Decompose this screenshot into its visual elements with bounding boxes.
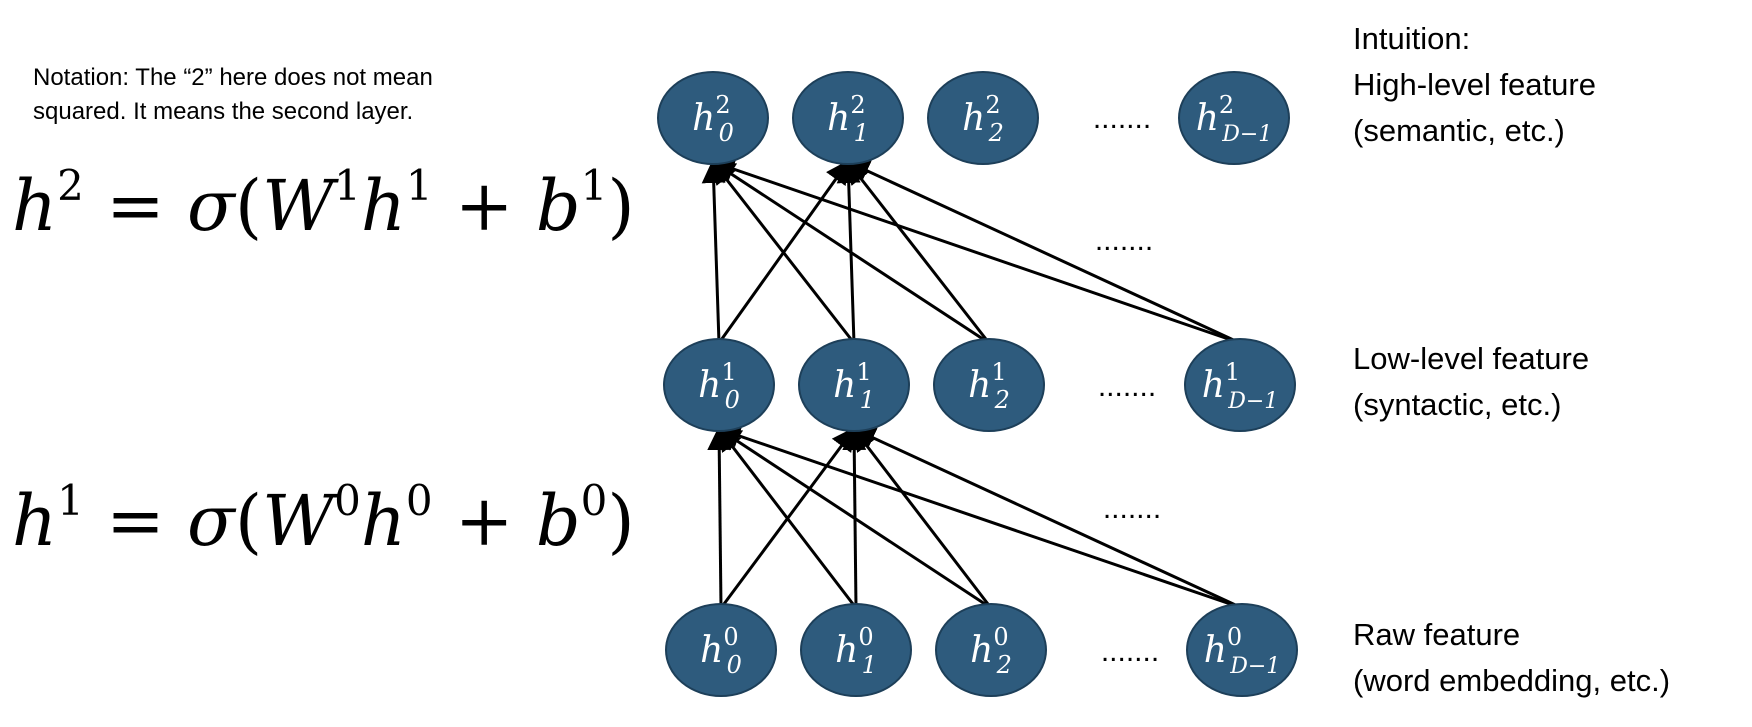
- eq2-sigma: σ: [187, 165, 235, 247]
- eq2-plus: +: [454, 165, 514, 247]
- layer2-node-0: [657, 71, 769, 165]
- eq2-h-sup: 1: [405, 161, 433, 210]
- eq2-h: h: [360, 165, 406, 247]
- layer1-node-0: [663, 338, 775, 432]
- eq1-lhs: h: [12, 480, 58, 562]
- eq1-close: ): [607, 480, 635, 562]
- eq1-plus: +: [454, 480, 514, 562]
- eq2-equals: =: [106, 165, 165, 247]
- eq2-b-sup: 1: [580, 161, 608, 210]
- eq2-close: ): [607, 165, 635, 247]
- equation-layer1: h1 = σ(W0h0 + b0): [12, 480, 635, 563]
- eq1-h: h: [360, 480, 406, 562]
- eq1-w: W: [262, 480, 335, 562]
- eq2-lhs-sup: 2: [57, 161, 84, 210]
- eq1-lhs-sup: 1: [57, 476, 84, 525]
- layer1-to-layer2-edge-2-to-1: [846, 159, 991, 344]
- label-low-level-feature: Low-level feature (syntactic, etc.): [1353, 341, 1590, 422]
- layer1-to-layer2-edge-3-to-1: [845, 159, 1241, 345]
- layer1-to-layer2-edge-0-to-0: [701, 159, 726, 344]
- layer2-node-3: [1178, 71, 1290, 165]
- label-raw-feature: Raw feature (word embedding, etc.): [1353, 617, 1671, 698]
- layer0-to-layer1-edge-0-to-0: [707, 426, 732, 609]
- layer1-node-3: [1184, 338, 1296, 432]
- eq1-w-sup: 0: [334, 476, 361, 525]
- eq1-h-sup: 0: [405, 476, 433, 525]
- eq1-b-sup: 0: [580, 476, 608, 525]
- label-high-level-feature: Intuition: High-level feature (semantic,…: [1353, 21, 1596, 148]
- eq2-b: b: [535, 165, 581, 247]
- equation-layer2: h2 = σ(W1h1 + b1): [12, 165, 635, 248]
- layer0-to-layer1-edge-0-to-1: [719, 426, 856, 609]
- layer0-to-layer1-edge-3-to-1: [851, 426, 1243, 610]
- eq1-equals: =: [106, 480, 165, 562]
- layer1-ellipsis: .......: [1098, 370, 1156, 403]
- layer1-to-layer2-edge-1-to-1: [836, 159, 861, 344]
- layer0-ellipsis: .......: [1101, 635, 1159, 668]
- edge-ellipsis-0: .......: [1095, 224, 1153, 257]
- eq1-sigma: σ: [187, 480, 235, 562]
- layer2-node-1: [792, 71, 904, 165]
- edges-group: [701, 157, 1243, 610]
- eq1-open: (: [234, 480, 263, 562]
- layer0-node-0: [665, 603, 777, 697]
- layer0-to-layer1-edge-1-to-1: [842, 426, 867, 609]
- ellipsis-group: ...................................: [1093, 102, 1161, 668]
- edge-ellipsis-1: .......: [1103, 492, 1161, 525]
- layer2-node-2: [927, 71, 1039, 165]
- layer2-ellipsis: .......: [1093, 102, 1151, 135]
- layer0-node-2: [935, 603, 1047, 697]
- layer0-node-1: [800, 603, 912, 697]
- eq1-b: b: [535, 480, 581, 562]
- layer0-to-layer1-edge-3-to-0: [716, 424, 1243, 610]
- layer1-to-layer2-edge-3-to-0: [710, 157, 1241, 345]
- layer1-node-1: [798, 338, 910, 432]
- layer1-node-2: [933, 338, 1045, 432]
- layer1-to-layer2-edge-0-to-1: [717, 159, 850, 344]
- eq2-w: W: [262, 165, 335, 247]
- notation-note: Notation: The “2” here does not mean squ…: [33, 64, 433, 125]
- eq2-lhs: h: [12, 165, 58, 247]
- layer0-node-3: [1186, 603, 1298, 697]
- eq2-open: (: [234, 165, 263, 247]
- layer0-to-layer1-edge-2-to-1: [852, 426, 993, 609]
- eq2-w-sup: 1: [334, 161, 361, 210]
